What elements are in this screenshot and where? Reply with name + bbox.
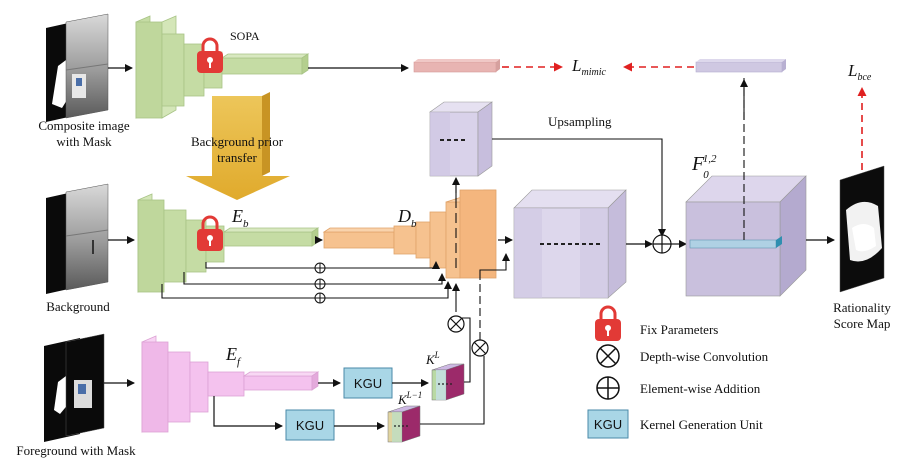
lock-icon bbox=[197, 215, 223, 251]
upsampled-feature-bar bbox=[695, 59, 786, 73]
legend-lock-icon bbox=[595, 305, 621, 341]
sopa-encoder bbox=[135, 15, 310, 119]
background-input bbox=[46, 183, 109, 294]
rationality-score-map bbox=[839, 165, 885, 293]
lock-icon bbox=[197, 37, 223, 73]
transfer-label-line1: Background prior bbox=[191, 134, 284, 149]
sopa-label: SOPA bbox=[230, 29, 260, 43]
composite-label-line2: with Mask bbox=[56, 134, 112, 149]
background-decoder bbox=[322, 189, 497, 279]
composite-input bbox=[46, 13, 109, 122]
kgu-top-label: KGU bbox=[354, 376, 382, 391]
foreground-input bbox=[44, 333, 105, 442]
kgu-bottom-label: KGU bbox=[296, 418, 324, 433]
transfer-label-line2: transfer bbox=[217, 150, 257, 165]
kgu-bottom bbox=[285, 409, 335, 441]
depthwise-conv-operator bbox=[471, 339, 489, 357]
ef-label: Ef bbox=[225, 344, 242, 368]
add-operator bbox=[314, 262, 326, 304]
composite-label-line1: Composite image bbox=[38, 118, 130, 133]
kl-label: KL bbox=[425, 350, 440, 367]
legend-kgu-box bbox=[587, 409, 629, 439]
background-label: Background bbox=[46, 299, 110, 314]
kernel-kl bbox=[431, 363, 465, 401]
score-label-line2: Score Map bbox=[834, 316, 891, 331]
add-operator bbox=[652, 234, 672, 254]
background-prior-transfer-arrow bbox=[186, 92, 290, 200]
legend-kgu-box-label: KGU bbox=[594, 417, 622, 432]
kgu-top bbox=[343, 367, 393, 399]
l-mimic-label: Lmimic bbox=[571, 56, 606, 78]
legend-add-icon bbox=[596, 376, 620, 400]
f0-feature-cube bbox=[685, 175, 807, 297]
background-encoder bbox=[137, 193, 320, 293]
f0-label: F01,2 bbox=[691, 153, 717, 181]
feature-volume-large bbox=[513, 189, 627, 299]
upsampling-path bbox=[492, 138, 666, 237]
depthwise-conv-operator bbox=[447, 315, 465, 333]
legend-fix-parameters: Fix Parameters bbox=[640, 322, 718, 337]
foreground-encoder bbox=[141, 335, 320, 433]
upsampling-label: Upsampling bbox=[548, 114, 612, 129]
kernel-kl-1 bbox=[387, 405, 421, 443]
legend-kgu-label: Kernel Generation Unit bbox=[640, 417, 763, 432]
legend-element-add: Element-wise Addition bbox=[640, 381, 761, 396]
kl1-label: KL−1 bbox=[397, 390, 422, 407]
db-label: Db bbox=[397, 206, 417, 230]
upsampled-volume-small bbox=[429, 101, 493, 177]
eb-label: Eb bbox=[231, 206, 249, 230]
score-label-line1: Rationality bbox=[833, 300, 891, 315]
legend-depthwise-icon bbox=[596, 344, 620, 368]
l-bce-label: Lbce bbox=[847, 61, 872, 83]
legend-depthwise-conv: Depth-wise Convolution bbox=[640, 349, 769, 364]
foreground-label: Foreground with Mask bbox=[16, 443, 136, 458]
sopa-feature-bar bbox=[413, 59, 500, 73]
